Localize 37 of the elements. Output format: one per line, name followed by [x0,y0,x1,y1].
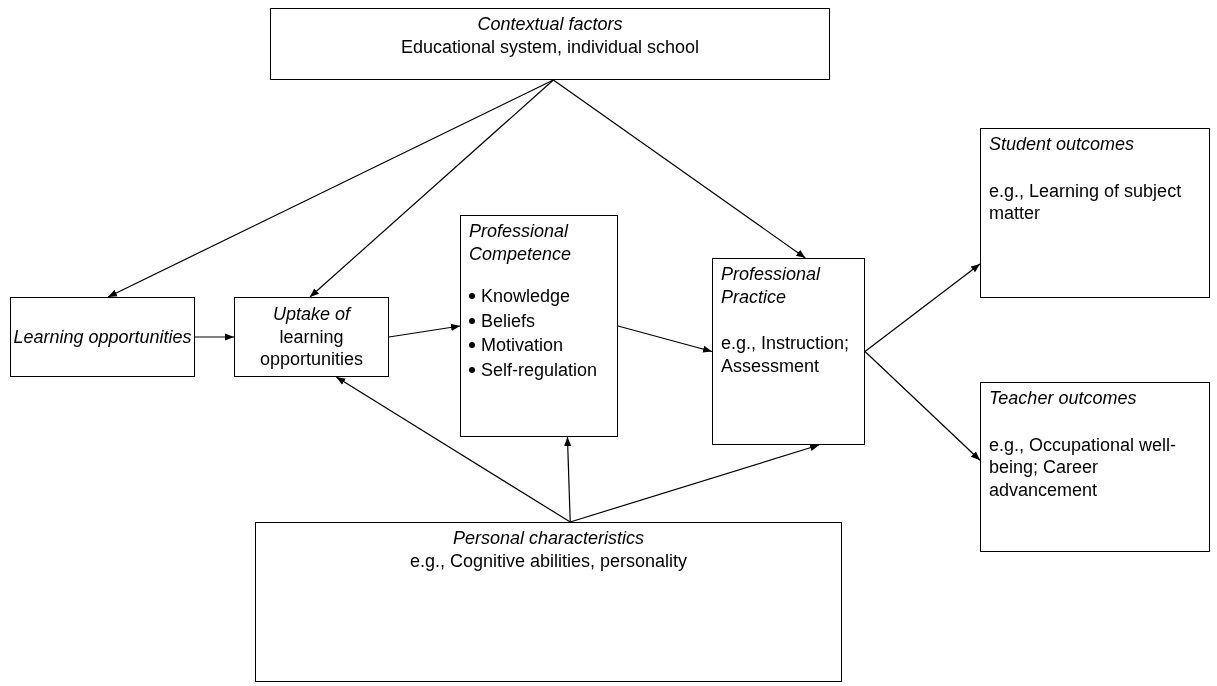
box-text: e.g., Instruction; Assessment [721,332,851,377]
arrow [388,323,461,338]
box-heading: Personal characteristics [452,527,645,550]
arrow [194,333,235,341]
bullet-item: Beliefs [481,309,536,332]
arrow [564,436,572,523]
box-heading: Uptake of [272,303,350,326]
box-text: e.g., Learning of subject matter [989,179,1183,225]
arrow [335,376,571,523]
box-heading: Contextual factors [477,13,623,36]
arrow [569,444,820,523]
arrow [864,350,981,461]
box-text: e.g., Occupational well-being; Career advancement [989,433,1178,501]
arrow [864,263,981,353]
box-heading: Learning opportunities [13,325,192,349]
box-text: Educational system, individual school [400,35,700,58]
text-box [712,258,865,445]
bullet-item: Knowledge [481,285,571,308]
text-box [980,128,1210,298]
arrow [107,79,554,298]
box-text: e.g., Cognitive abilities, personality [409,549,688,572]
text-box [255,522,842,682]
bullet-item: Motivation [481,334,564,357]
text-box [270,8,830,80]
bullet-item: Self-regulation [481,358,598,381]
arrow [309,79,554,298]
box-heading: Professional Competence [469,220,573,265]
arrow [617,325,713,353]
text-box [234,297,389,377]
arrow [552,79,806,259]
box-heading: Student outcomes [989,133,1136,156]
box-heading: Professional Practice [721,263,822,308]
text-box [460,215,618,437]
text-box [980,382,1210,552]
box-heading: Teacher outcomes [989,387,1138,410]
text-box [10,297,195,377]
box-text: learning opportunities [258,325,365,371]
